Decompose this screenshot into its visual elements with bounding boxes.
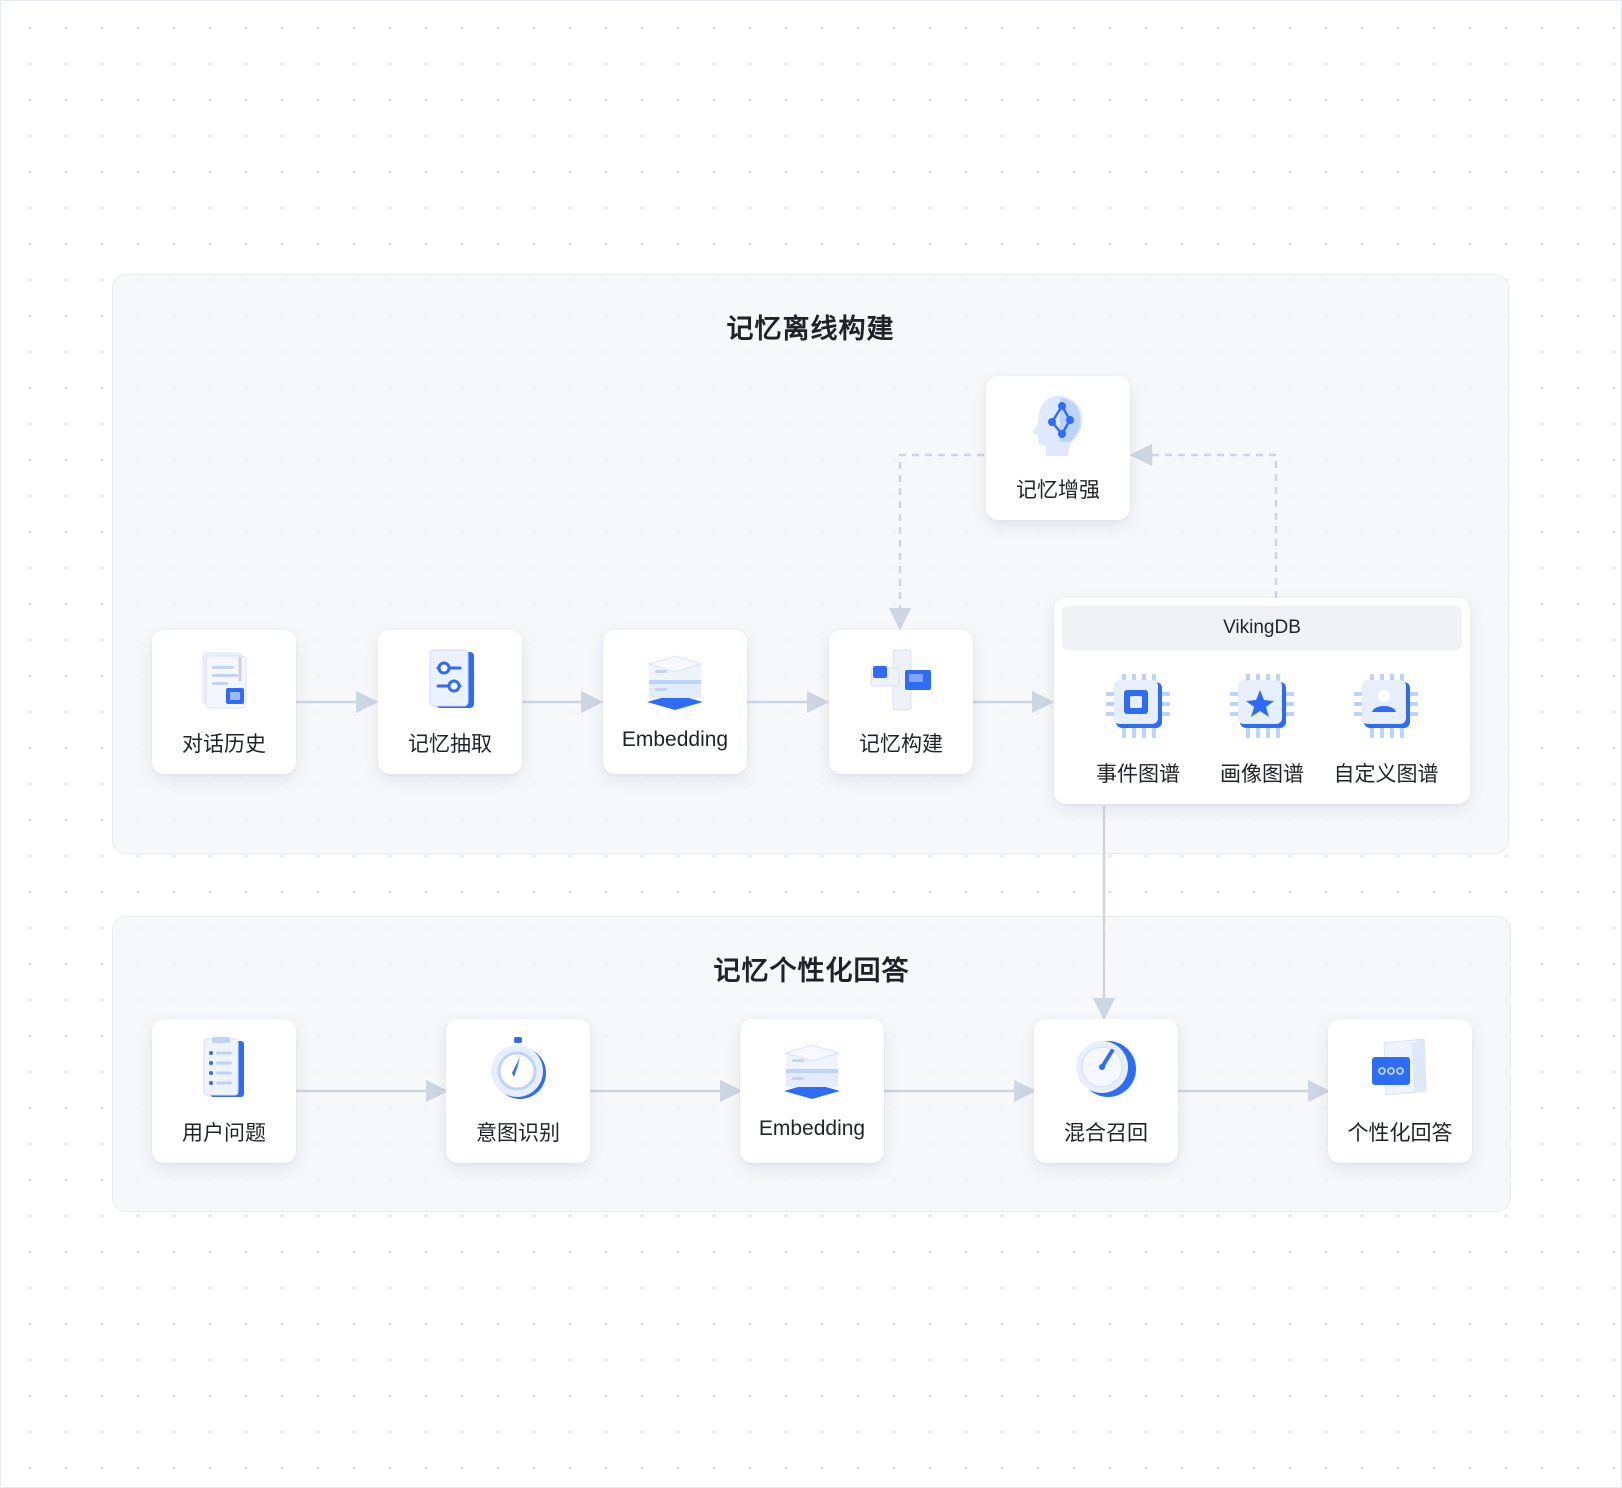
- filter-sliders-icon: [414, 644, 486, 716]
- node-label: 用户问题: [182, 1122, 266, 1145]
- node-dialogue-history: 对话历史: [152, 630, 296, 774]
- stack-layers-icon: [776, 1033, 848, 1105]
- node-label: Embedding: [758, 1117, 866, 1140]
- chip-user-icon: [1350, 670, 1422, 742]
- arrow-enhance-build: [888, 453, 984, 631]
- node-memory-extraction: 记忆抽取: [378, 630, 522, 774]
- graph-label: 事件图谱: [1096, 763, 1180, 786]
- graph-label: 自定义图谱: [1333, 763, 1439, 786]
- graph-custom: 自定义图谱: [1324, 664, 1448, 794]
- vikingdb-group: VikingDB 事件图谱: [1054, 598, 1470, 804]
- node-label: 记忆构建: [859, 733, 943, 756]
- chip-square-icon: [1102, 670, 1174, 742]
- node-label: 混合召回: [1064, 1122, 1148, 1145]
- chat-box-icon: [1364, 1033, 1436, 1105]
- node-label: 记忆抽取: [408, 733, 492, 756]
- graph-label: 画像图谱: [1220, 763, 1304, 786]
- node-personalized-answer: 个性化回答: [1328, 1019, 1472, 1163]
- checklist-icon: [188, 1033, 260, 1105]
- node-label: Embedding: [621, 728, 729, 751]
- offline-build-title: 记忆离线构建: [726, 314, 895, 344]
- node-memory-enhance: 记忆增强: [986, 376, 1130, 520]
- node-label: 记忆增强: [1016, 479, 1100, 502]
- node-memory-build: 记忆构建: [829, 630, 973, 774]
- graph-profile: 画像图谱: [1200, 664, 1324, 794]
- chip-star-icon: [1226, 670, 1298, 742]
- stack-layers-icon: [639, 644, 711, 716]
- brain-head-icon: [1022, 390, 1094, 462]
- node-embedding-offline: Embedding: [603, 630, 747, 774]
- node-intent-recognition: 意图识别: [446, 1019, 590, 1163]
- personalized-answer-title: 记忆个性化回答: [713, 956, 910, 986]
- node-label: 个性化回答: [1347, 1122, 1453, 1145]
- vikingdb-title: VikingDB: [1062, 606, 1462, 650]
- compass-icon: [482, 1033, 554, 1105]
- node-hybrid-recall: 混合召回: [1034, 1019, 1178, 1163]
- graph-event: 事件图谱: [1076, 664, 1200, 794]
- node-label: 意图识别: [476, 1122, 560, 1145]
- cube-blocks-icon: [865, 644, 937, 716]
- node-embedding-online: Embedding: [740, 1019, 884, 1163]
- document-icon: [188, 644, 260, 716]
- arrow-vikingdb-enhance: [1129, 443, 1278, 598]
- node-user-question: 用户问题: [152, 1019, 296, 1163]
- node-label: 对话历史: [182, 733, 266, 756]
- gauge-icon: [1070, 1033, 1142, 1105]
